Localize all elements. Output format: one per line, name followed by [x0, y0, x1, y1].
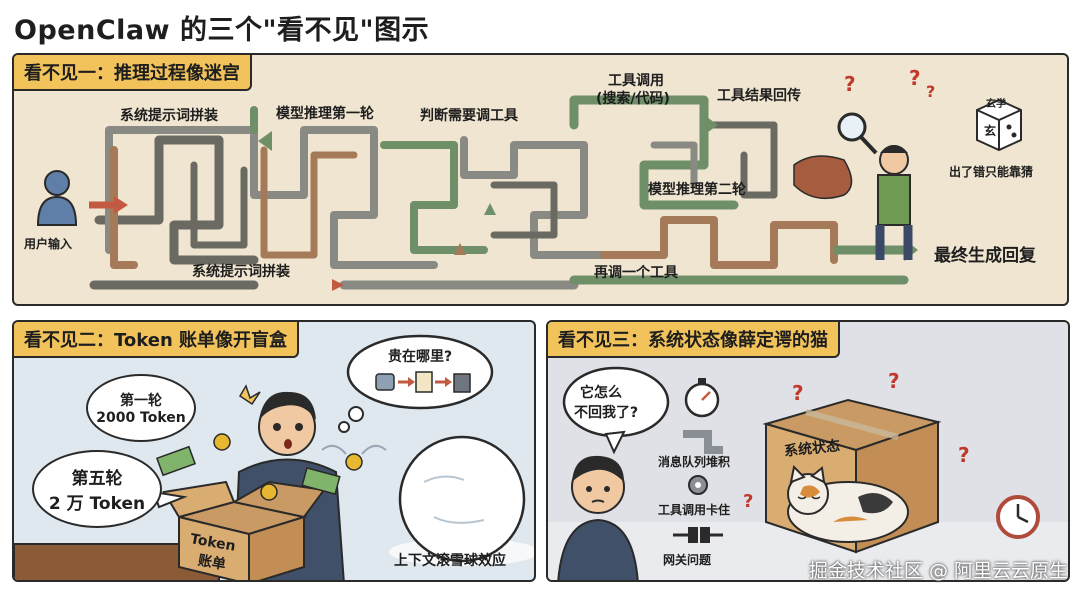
- svg-text:?: ?: [958, 443, 970, 467]
- speech-round1-line2: 2000 Token: [96, 410, 186, 426]
- speech-round1: 第一轮 2000 Token: [86, 374, 196, 442]
- svg-text:?: ?: [844, 72, 856, 96]
- thought-label: 贵在哪里?: [388, 349, 453, 365]
- dice-face-label: 玄: [984, 124, 997, 138]
- panel2-heading: 看不见二：Token 账单像开盲盒: [14, 322, 300, 358]
- speech-line1: 它怎么: [580, 385, 622, 401]
- label-tool-call: 工具调用: [608, 73, 664, 89]
- speech-line2: 不回我了?: [574, 405, 639, 421]
- system-state-illustration: ? ? ? ?: [548, 366, 1068, 580]
- panel-token-bill: 看不见二：Token 账单像开盲盒 第一轮 2000 Token 第五轮 2 万…: [12, 320, 536, 582]
- watermark: 掘金技术社区 @ 阿里云云原生: [808, 560, 1068, 582]
- snowball-label: 上下文滚雪球效应: [394, 553, 506, 569]
- label-prompt-assembly-top: 系统提示词拼装: [120, 108, 218, 124]
- page-title: OpenClaw 的三个"看不见"图示: [14, 15, 430, 46]
- label-model-round1: 模型推理第一轮: [276, 106, 374, 122]
- speech-round5-line2: 2 万 Token: [48, 494, 146, 514]
- speech-round5: 第五轮 2 万 Token: [32, 450, 162, 528]
- panel-system-state: ? ? ? ? 看不见三：系统状态像薛定谔的猫 它怎么 不回我了? 消息队列堆积…: [546, 320, 1070, 582]
- label-model-round2: 模型推理第二轮: [648, 182, 746, 198]
- svg-text:?: ?: [743, 491, 753, 512]
- speech-round5-line1: 第五轮: [71, 469, 123, 489]
- speech-round1-line1: 第一轮: [120, 393, 162, 409]
- maze-illustration: ? ? ?: [36, 66, 1022, 291]
- panel-reasoning-maze: ? ? ? 看不见一：推理过程像迷宫 用户输入 系统提示词拼装 模型推理第一轮 …: [12, 53, 1069, 306]
- label-tool-call-detail: (搜索/代码): [596, 91, 670, 107]
- label-guess: 出了错只能靠猜: [949, 165, 1034, 179]
- dice-top-label: 玄学: [986, 99, 1006, 110]
- token-bill-illustration: [14, 334, 534, 580]
- panel3-heading: 看不见三：系统状态像薛定谔的猫: [548, 322, 840, 358]
- label-prompt-assembly-bottom: 系统提示词拼装: [192, 264, 290, 280]
- svg-text:?: ?: [909, 66, 921, 90]
- label-final-reply: 最终生成回复: [934, 246, 1036, 266]
- panel1-heading: 看不见一：推理过程像迷宫: [14, 55, 252, 91]
- svg-text:?: ?: [792, 381, 804, 405]
- label-tool-stuck: 工具调用卡住: [658, 503, 731, 517]
- svg-text:?: ?: [888, 369, 900, 393]
- label-user-input: 用户输入: [24, 237, 73, 251]
- label-retool: 再调一个工具: [594, 265, 678, 281]
- label-decide-tool: 判断需要调工具: [420, 108, 518, 124]
- svg-text:?: ?: [926, 82, 935, 101]
- label-gateway: 网关问题: [663, 553, 712, 567]
- label-tool-result: 工具结果回传: [717, 88, 801, 104]
- label-queue: 消息队列堆积: [658, 455, 731, 469]
